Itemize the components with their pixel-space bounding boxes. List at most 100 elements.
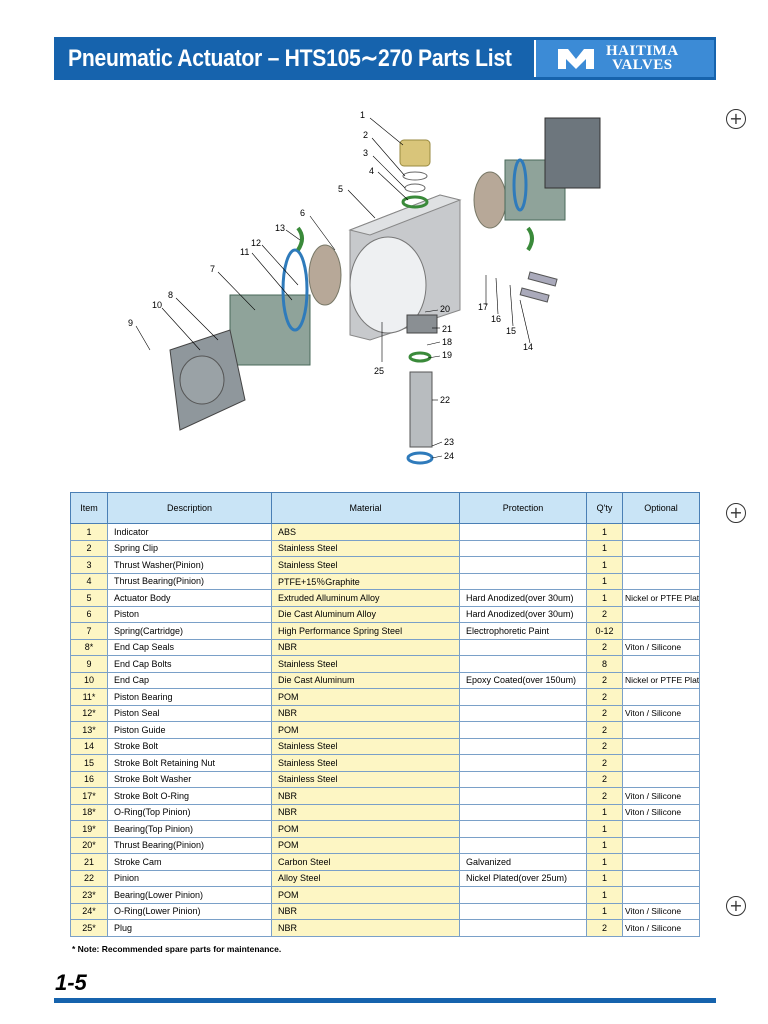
cell-protection <box>459 523 587 541</box>
callout-22: 22 <box>440 395 450 405</box>
cell-description: Actuator Body <box>107 589 272 607</box>
cell-item: 4 <box>70 572 108 590</box>
cell-item: 20* <box>70 836 108 854</box>
cell-protection: Nickel Plated(over 25um) <box>459 869 587 887</box>
callout-13: 13 <box>275 223 285 233</box>
cell-material: NBR <box>271 704 460 722</box>
cell-optional: Viton / Silicone <box>622 787 700 805</box>
plus-circle-icon[interactable]: + <box>726 503 746 523</box>
cell-material: High Performance Spring Steel <box>271 622 460 640</box>
cell-qty: 2 <box>586 919 623 937</box>
cell-protection <box>459 919 587 937</box>
callout-19: 19 <box>442 350 452 360</box>
cell-material: NBR <box>271 803 460 821</box>
cell-item: 17* <box>70 787 108 805</box>
cell-qty: 1 <box>586 902 623 920</box>
callout-21: 21 <box>442 324 452 334</box>
cell-qty: 1 <box>586 803 623 821</box>
cell-description: Stroke Bolt Washer <box>107 770 272 788</box>
callout-24: 24 <box>444 451 454 461</box>
callout-7: 7 <box>210 264 215 274</box>
cell-item: 7 <box>70 622 108 640</box>
cell-qty: 2 <box>586 638 623 656</box>
plus-circle-icon[interactable]: + <box>726 109 746 129</box>
callout-17: 17 <box>478 302 488 312</box>
cell-item: 6 <box>70 605 108 623</box>
cell-description: Bearing(Top Pinion) <box>107 820 272 838</box>
cell-optional <box>622 523 700 541</box>
cell-material: Stainless Steel <box>271 556 460 574</box>
cell-qty: 2 <box>586 671 623 689</box>
cell-qty: 2 <box>586 605 623 623</box>
cell-description: Spring(Cartridge) <box>107 622 272 640</box>
cell-optional <box>622 886 700 904</box>
callout-23: 23 <box>444 437 454 447</box>
cell-qty: 1 <box>586 572 623 590</box>
cell-qty: 1 <box>586 589 623 607</box>
cell-material: Stainless Steel <box>271 655 460 673</box>
cell-item: 8* <box>70 638 108 656</box>
cell-protection: Electrophoretic Paint <box>459 622 587 640</box>
cell-material: Die Cast Aluminum <box>271 671 460 689</box>
callout-14: 14 <box>523 342 533 352</box>
cell-protection <box>459 688 587 706</box>
cell-qty: 2 <box>586 754 623 772</box>
cell-qty: 2 <box>586 787 623 805</box>
actuator-body <box>348 194 462 341</box>
cell-material: NBR <box>271 787 460 805</box>
plus-circle-icon[interactable]: + <box>726 896 746 916</box>
cell-protection <box>459 770 587 788</box>
cell-optional <box>622 605 700 623</box>
cell-item: 11* <box>70 688 108 706</box>
col-header-protection: Protection <box>459 492 587 524</box>
cell-material: ABS <box>271 523 460 541</box>
cell-material: Alloy Steel <box>271 869 460 887</box>
cell-optional <box>622 655 700 673</box>
callout-18: 18 <box>442 337 452 347</box>
cell-description: Bearing(Lower Pinion) <box>107 886 272 904</box>
cell-item: 5 <box>70 589 108 607</box>
cell-item: 21 <box>70 853 108 871</box>
cell-protection <box>459 902 587 920</box>
cell-material: PTFE+15％Graphite <box>271 572 460 590</box>
cell-protection <box>459 787 587 805</box>
cell-item: 13* <box>70 721 108 739</box>
brand-line-1: HAITIMA <box>606 43 679 59</box>
cell-protection <box>459 556 587 574</box>
cell-qty: 2 <box>586 704 623 722</box>
pinion-assembly <box>406 314 438 465</box>
cell-material: POM <box>271 836 460 854</box>
cell-optional: Viton / Silicone <box>622 919 700 937</box>
cell-optional: Nickel or PTFE Plated <box>622 671 700 689</box>
table-header-row: Item Description Material Protection Q't… <box>70 492 700 524</box>
cell-qty: 1 <box>586 556 623 574</box>
callout-16: 16 <box>491 314 501 324</box>
cell-optional <box>622 770 700 788</box>
cell-optional <box>622 572 700 590</box>
callout-20: 20 <box>440 304 450 314</box>
left-piston-assembly <box>169 244 342 431</box>
cell-description: Pinion <box>107 869 272 887</box>
cell-description: Piston <box>107 605 272 623</box>
cell-protection <box>459 704 587 722</box>
cell-qty: 1 <box>586 836 623 854</box>
cell-protection <box>459 886 587 904</box>
cell-material: Extruded Alluminum Alloy <box>271 589 460 607</box>
cell-protection: Hard Anodized(over 30um) <box>459 605 587 623</box>
cell-material: NBR <box>271 638 460 656</box>
cell-protection <box>459 638 587 656</box>
